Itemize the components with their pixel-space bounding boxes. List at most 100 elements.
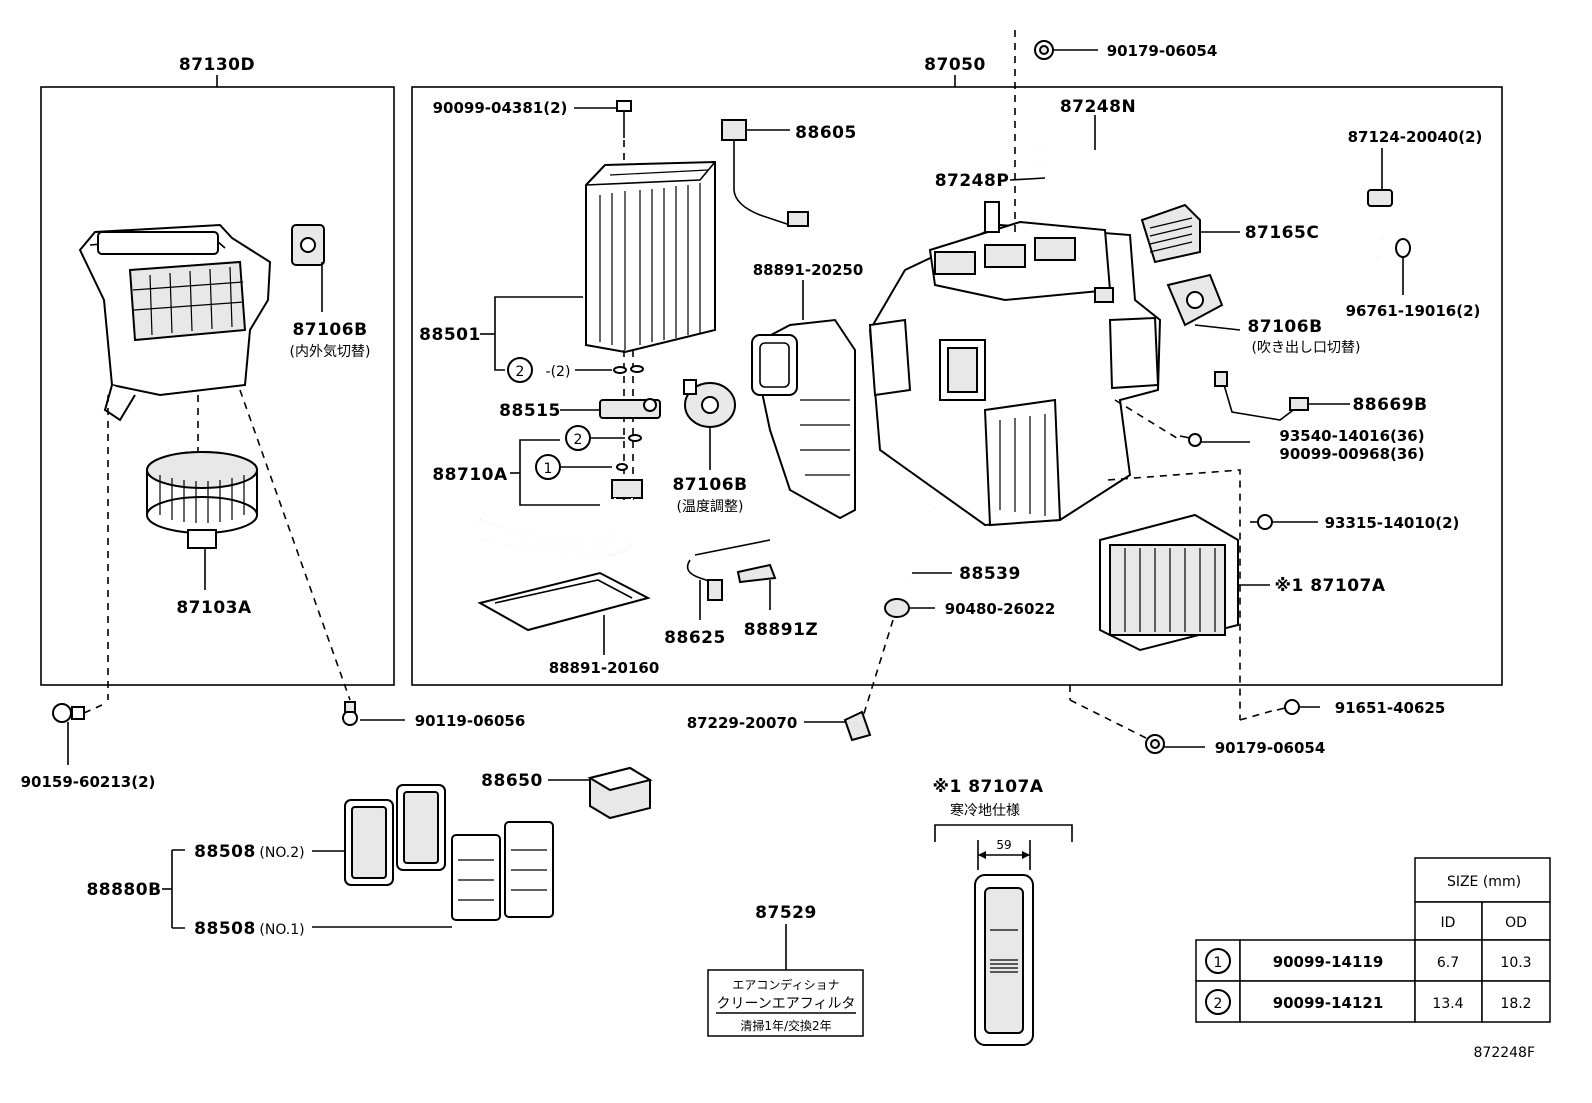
heater-core-87107A [1099,513,1239,652]
evaporator-88501 [585,160,716,354]
row1-od: 10.3 [1500,955,1531,971]
harness-88669B [1214,371,1309,421]
row1-part: 90099-14119 [1273,953,1384,971]
sticker-line3: 清掃1年/交換2年 [740,1018,831,1033]
label-87165C: 87165C [1245,223,1320,243]
label-87103A: 87103A [176,598,252,618]
label-88605: 88605 [795,123,857,143]
note-title: ※1 87107A [932,777,1043,797]
col-id: ID [1441,915,1456,931]
label-88669B: 88669B [1352,395,1427,415]
duct-88891-20250 [750,318,856,520]
label-90099-04381: 90099-04381(2) [433,99,568,117]
label-87106B-left: 87106B [292,320,367,340]
circle-mark-2a [507,357,533,383]
label-87229-20070: 87229-20070 [687,714,798,732]
frame-87130D: 87130D [40,55,395,686]
label-88508-no1-sub: (NO.1) [259,922,304,938]
label-87106B-left-sub: (内外気切替) [290,344,371,360]
label-88508-no2: 88508 [194,842,256,862]
sticker-line1: エアコンディショナ [732,977,839,992]
servo-87106B-temp [683,379,736,428]
label-88880B: 88880B [86,880,161,900]
amplifier-88650 [587,766,653,820]
label-88650: 88650 [481,771,543,791]
sticker-line2: クリーンエアフィルタ [716,996,855,1012]
size-table: SIZE (mm) ID OD 1 90099-14119 6.7 10.3 2… [1195,857,1551,1023]
row1-id: 6.7 [1437,955,1459,971]
blower-fan-87103A [146,451,258,549]
clip-90159-60213 [52,703,85,723]
label-90179-06054-top: 90179-06054 [1107,42,1218,60]
nut-90179-06054-top [1034,40,1054,60]
label-90179-06054-bottom: 90179-06054 [1215,739,1326,757]
valve-88515 [599,398,661,419]
sensor-88605 [721,119,809,227]
label-87106B-right: 87106B [1247,317,1322,337]
label-88515: 88515 [499,401,561,421]
label-87124-20040: 87124-20040(2) [1348,128,1483,146]
label-88891-20160: 88891-20160 [549,659,660,677]
heater-unit-87050 [868,201,1162,527]
filter-88508-no2 [344,784,446,886]
label-88710A: 88710A [432,465,508,485]
circle-mark-2a-text: 2 [516,364,525,380]
blower-housing-87130D [78,223,272,422]
row2-od: 18.2 [1500,996,1531,1012]
screw-90119-06056 [342,701,358,726]
filter-88508-no1 [451,821,554,921]
label-87248N: 87248N [1060,97,1136,117]
oring-96761-19016 [1395,238,1411,258]
label-87130D: 87130D [179,55,255,75]
label-91651-40625: 91651-40625 [1335,699,1446,717]
tray-88891-20160 [477,571,651,632]
sensor-88625 [686,539,771,601]
label-88539: 88539 [959,564,1021,584]
label-90480-26022: 90480-26022 [945,600,1056,618]
pipes-87248 [1039,119,1384,259]
servo-87106B-left [291,224,325,266]
diagram-code: 872248F [1474,1045,1536,1061]
label-88891-20250: 88891-20250 [753,261,864,279]
row2-part: 90099-14121 [1273,994,1384,1012]
pipe-88710A [479,479,643,557]
label-90099-00968: 90099-00968(36) [1279,445,1424,463]
label-90159-60213: 90159-60213(2) [21,773,156,791]
note-dim: 59 [996,838,1011,852]
bolt-90099-04381 [616,100,632,138]
resistor-87165C [1140,203,1201,264]
label-87050: 87050 [924,55,986,75]
clamp-87124-20040 [1367,189,1393,207]
core-dimension-detail: 59 [974,838,1034,1046]
grommet-90480-26022 [884,598,910,618]
label-90119-06056: 90119-06056 [415,712,526,730]
servo-87106B-right [1166,273,1224,327]
screw-93315-14010 [1250,514,1273,530]
screw-91651-40625 [1276,699,1300,715]
label-87106B-right-sub: (吹き出し口切替) [1252,340,1361,356]
label-93540-14016: 93540-14016(36) [1279,427,1424,445]
label-88891Z: 88891Z [744,620,818,640]
clip-88891Z [736,563,777,584]
note-sub: 寒冷地仕様 [950,802,1020,819]
sticker-87529: エアコンディショナ クリーンエアフィルタ 清掃1年/交換2年 [707,969,864,1037]
label-87106B-temp-sub: (温度調整) [677,499,744,515]
size-header: SIZE (mm) [1447,874,1521,890]
drain-87229-20070 [843,710,872,742]
col-od: OD [1505,915,1527,931]
frame-87050: 87050 [411,55,1503,686]
circle-mark-2b-text: 2 [574,432,583,448]
label-88625: 88625 [664,628,726,648]
label-93315-14010: 93315-14010(2) [1325,514,1460,532]
circle-mark-1-text: 1 [544,461,553,477]
row1-mark: 1 [1214,955,1223,971]
label-96761-19016: 96761-19016(2) [1346,302,1481,320]
hose-88539 [905,506,937,581]
label-88501: 88501 [419,325,481,345]
label-88508-no2-sub: (NO.2) [259,845,304,861]
row2-id: 13.4 [1432,996,1463,1012]
label-87529: 87529 [755,903,817,923]
label-87248P: 87248P [935,171,1010,191]
